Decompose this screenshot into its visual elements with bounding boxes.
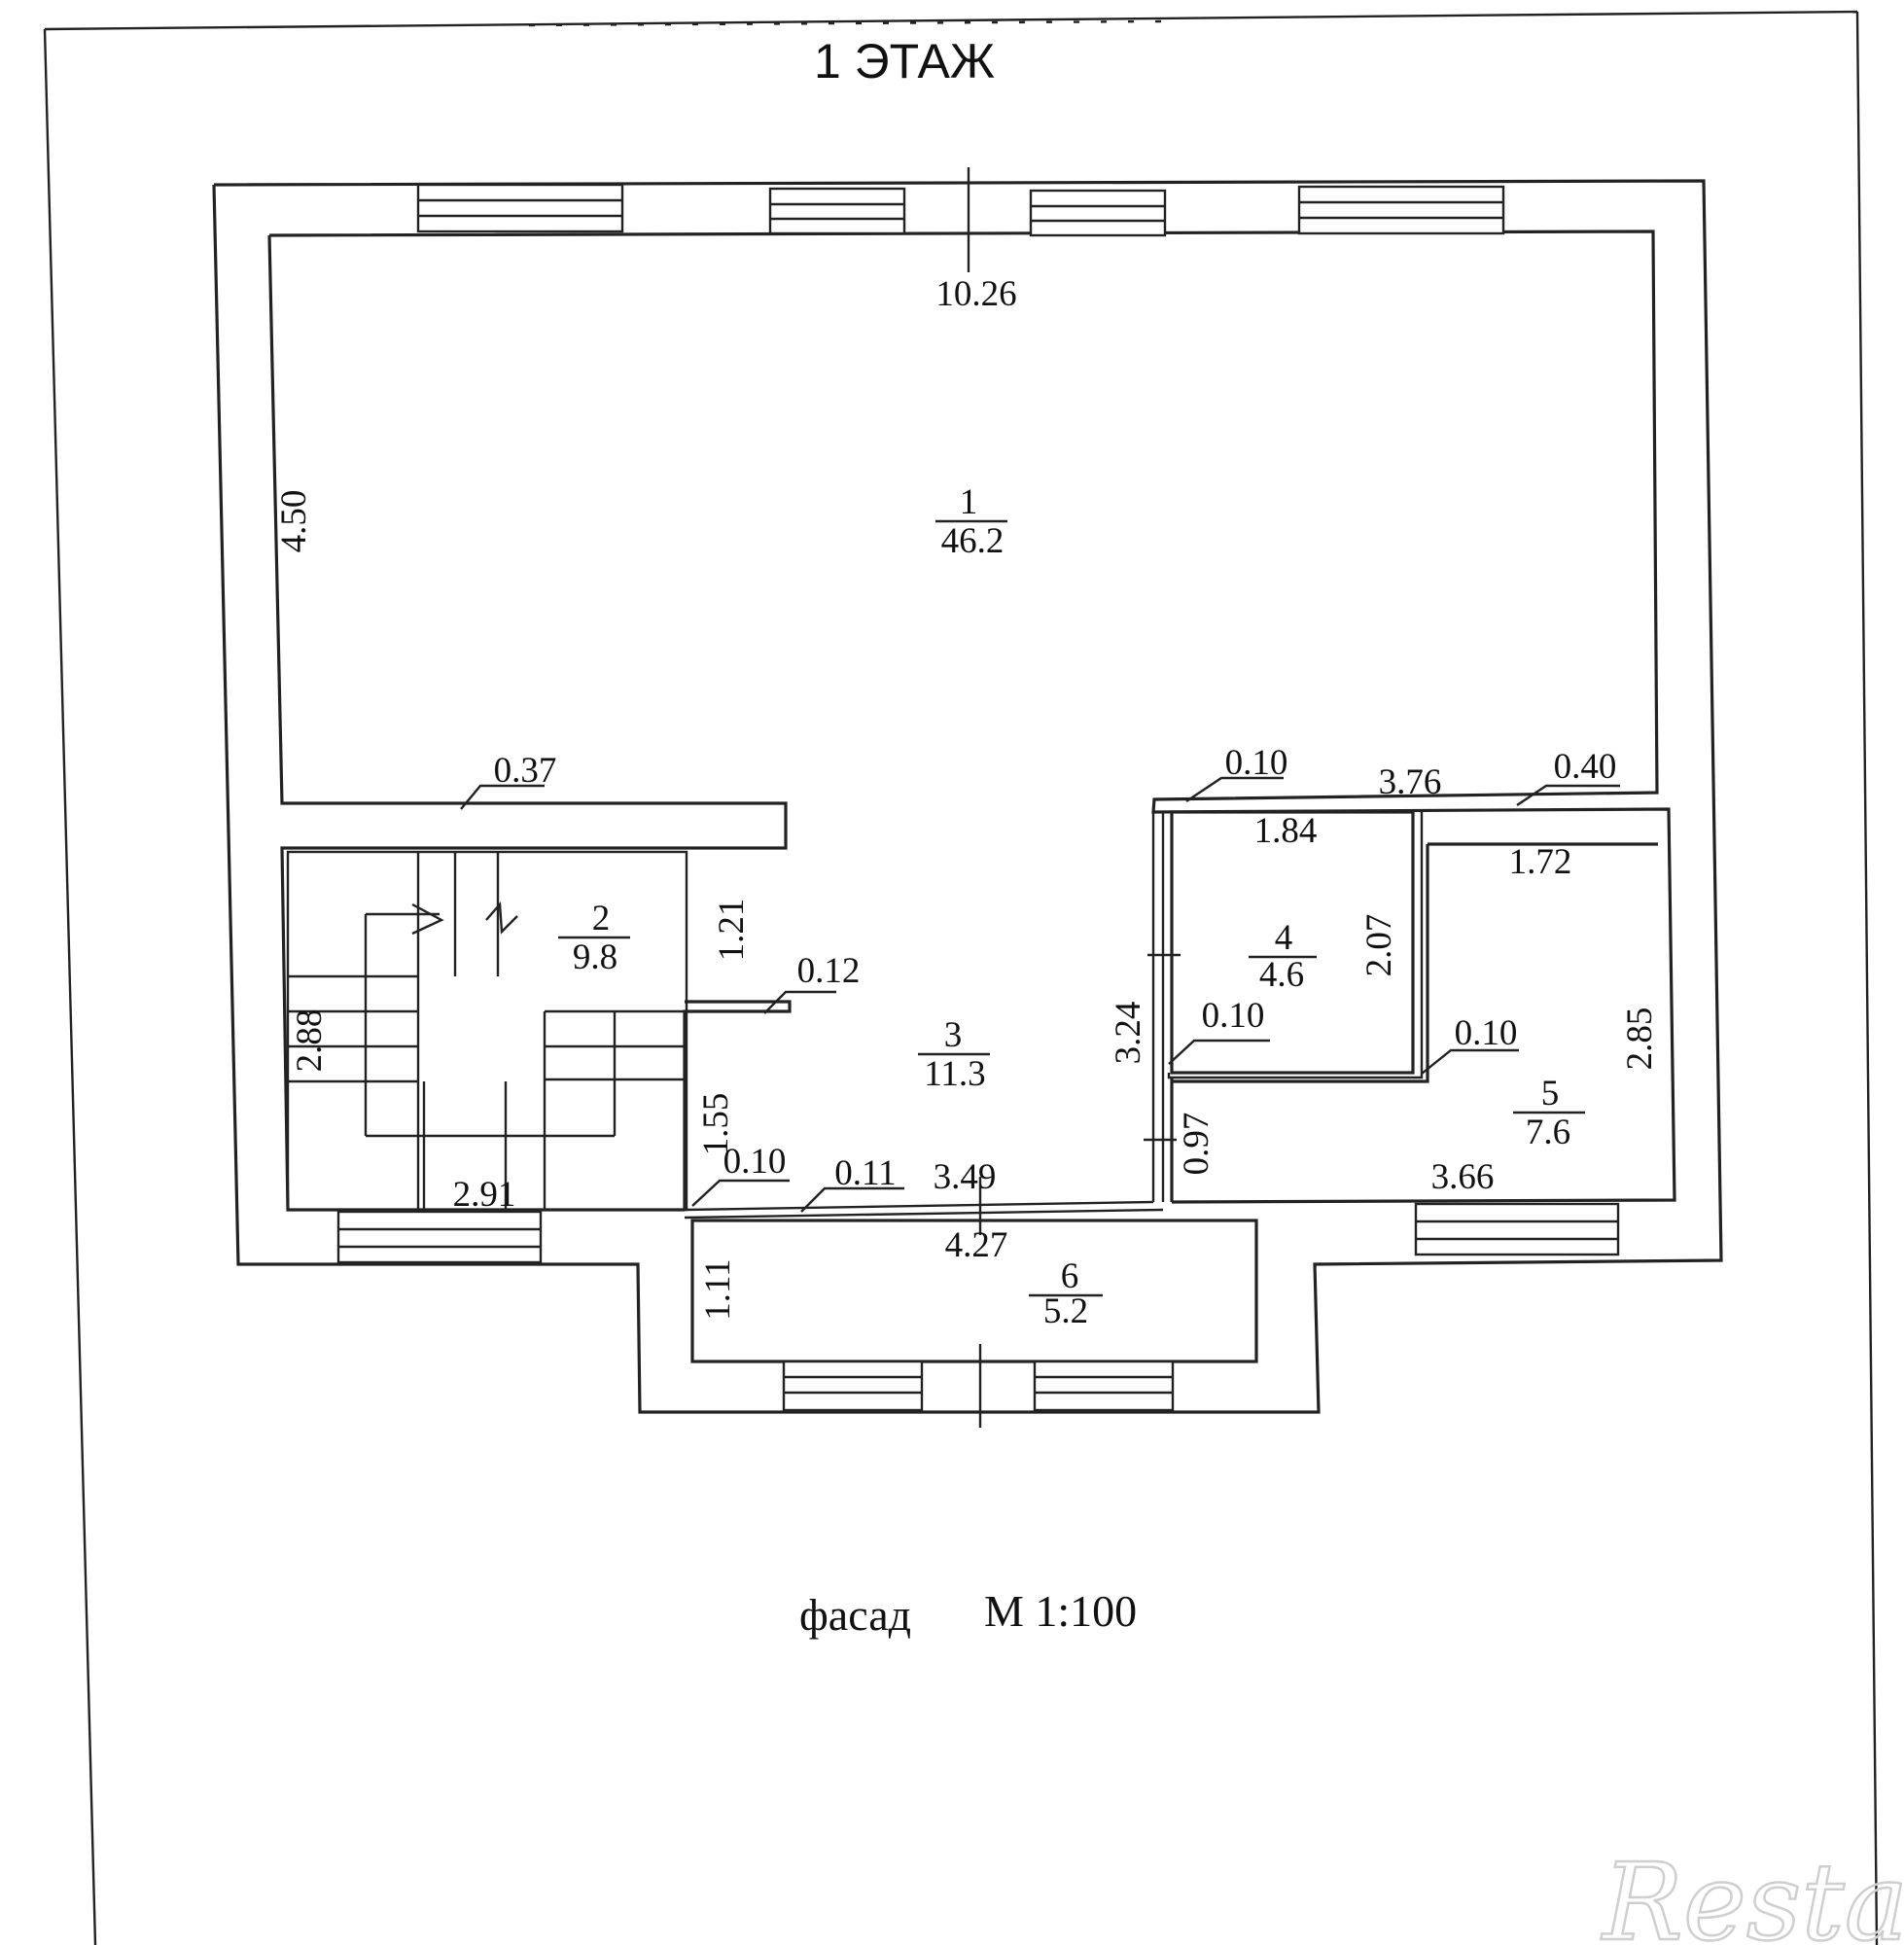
room-number: 4 [1275, 918, 1293, 958]
dimension-label: 0.12 [797, 951, 861, 991]
axis-marks [967, 167, 1181, 1428]
interior-walls [683, 810, 1658, 1363]
room-number: 3 [944, 1015, 963, 1055]
room-label: 1 46.2 [935, 482, 1007, 561]
dimension-label: 2.07 [1359, 914, 1399, 977]
room-number: 2 [592, 899, 611, 938]
dimension-label: 1.84 [1254, 811, 1318, 851]
dimension-label: 1.11 [698, 1258, 738, 1320]
dimension-label: 10.26 [935, 274, 1016, 314]
dimension-label: 4.50 [274, 490, 314, 553]
dimension-label: 2.91 [453, 1175, 516, 1215]
dimension-label: 0.40 [1554, 747, 1617, 787]
scale-value: М 1:100 [984, 1586, 1137, 1636]
dimension-label: 1.72 [1509, 842, 1572, 882]
dimension-labels: 10.26 4.50 0.37 0.10 3.76 0.40 1.84 1.72… [274, 274, 1660, 1321]
room-number: 6 [1061, 1256, 1079, 1296]
windows [336, 183, 1620, 1412]
leader-lines [460, 776, 1620, 1213]
dimension-label: 0.37 [494, 751, 557, 791]
room-number: 5 [1541, 1074, 1560, 1114]
room-labels: 1 46.2 2 9.8 3 11.3 4 4.6 5 7.6 6 5.2 [558, 482, 1585, 1331]
dimension-label: 3.49 [934, 1157, 997, 1197]
room-area: 5.2 [1043, 1291, 1088, 1331]
room-number: 1 [960, 482, 978, 522]
room-label: 6 5.2 [1029, 1256, 1103, 1331]
dimension-label: 3.66 [1431, 1157, 1495, 1197]
room-area: 46.2 [941, 521, 1005, 561]
dimension-label: 0.10 [1202, 996, 1265, 1036]
room-label: 3 11.3 [918, 1015, 990, 1094]
scale-label: фасад [799, 1590, 911, 1640]
dimension-label: 0.10 [1455, 1013, 1518, 1053]
dimension-label: 3.76 [1379, 762, 1442, 802]
sheet-border [43, 10, 1879, 1945]
dimension-label: 0.10 [723, 1142, 787, 1182]
room-label: 5 7.6 [1513, 1074, 1585, 1152]
dimension-label: 0.97 [1177, 1113, 1216, 1176]
staircase [286, 850, 688, 1212]
dimension-label: 4.27 [945, 1225, 1008, 1265]
dimension-label: 2.85 [1620, 1008, 1660, 1071]
dimension-label: 0.10 [1225, 743, 1288, 783]
dimension-label: 0.11 [834, 1153, 896, 1193]
room-area: 7.6 [1526, 1113, 1570, 1152]
room-label: 4 4.6 [1249, 918, 1317, 995]
dimension-label: 1.55 [696, 1093, 736, 1156]
dimension-label: 3.24 [1109, 1002, 1148, 1065]
watermark-logo: Restate [1601, 1840, 1904, 1945]
room-area: 4.6 [1259, 955, 1304, 995]
dimension-label: 2.88 [290, 1009, 330, 1073]
room-area: 9.8 [573, 937, 617, 977]
room-area: 11.3 [924, 1054, 985, 1094]
floor-title: 1 ЭТАЖ [814, 34, 995, 88]
dimension-label: 1.21 [712, 899, 752, 962]
room-label: 2 9.8 [558, 899, 630, 977]
